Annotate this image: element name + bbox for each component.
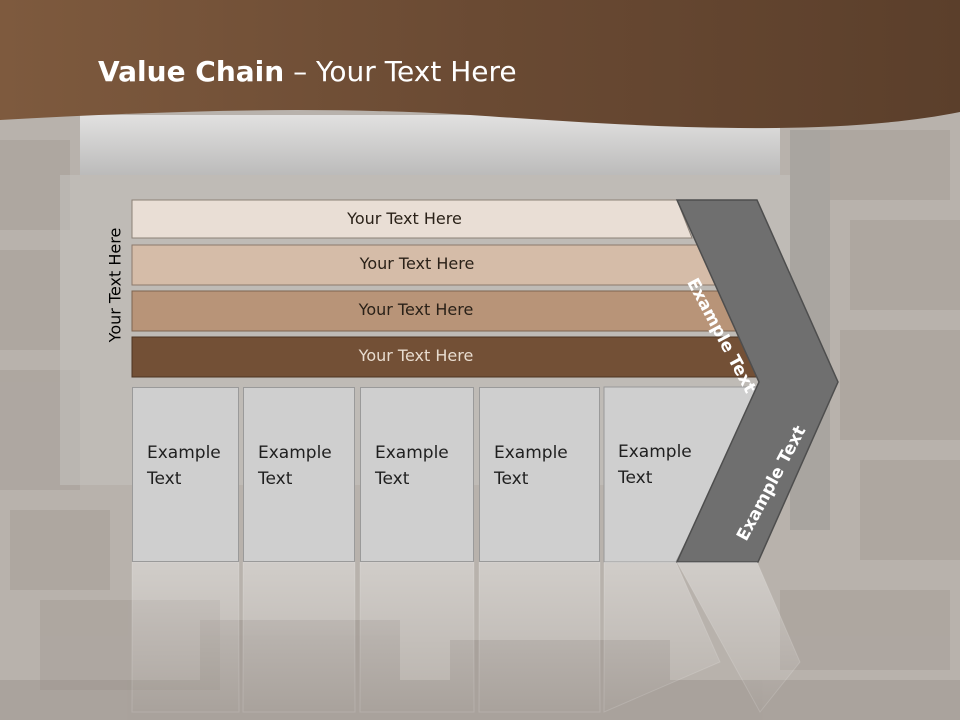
activity-box-1: Example Text [132,387,239,562]
activity-box-3: Example Text [360,387,474,562]
slide-title-rest: – Your Text Here [284,55,517,88]
activity-box-3-label: Example Text [375,443,449,489]
vertical-label-wrapper: Your Text Here [104,220,126,350]
row-3-label: Your Text Here [358,300,474,319]
slide-title: Value Chain – Your Text Here [98,55,517,88]
activity-box-4-label: Example Text [494,443,568,489]
activity-box-2: Example Text [243,387,355,562]
activity-box-2-label: Example Text [258,443,332,489]
slide-title-bold: Value Chain [98,55,285,88]
activity-box-1-label: Example Text [147,443,221,489]
vertical-label: Your Text Here [105,227,125,343]
row-4-label: Your Text Here [358,346,474,365]
activity-box-4: Example Text [479,387,600,562]
activity-box-5-label: Example Text [618,442,692,488]
activity-box-5: Example Text [604,387,692,562]
row-1-label: Your Text Here [347,209,462,228]
row-2-label: Your Text Here [359,254,475,273]
